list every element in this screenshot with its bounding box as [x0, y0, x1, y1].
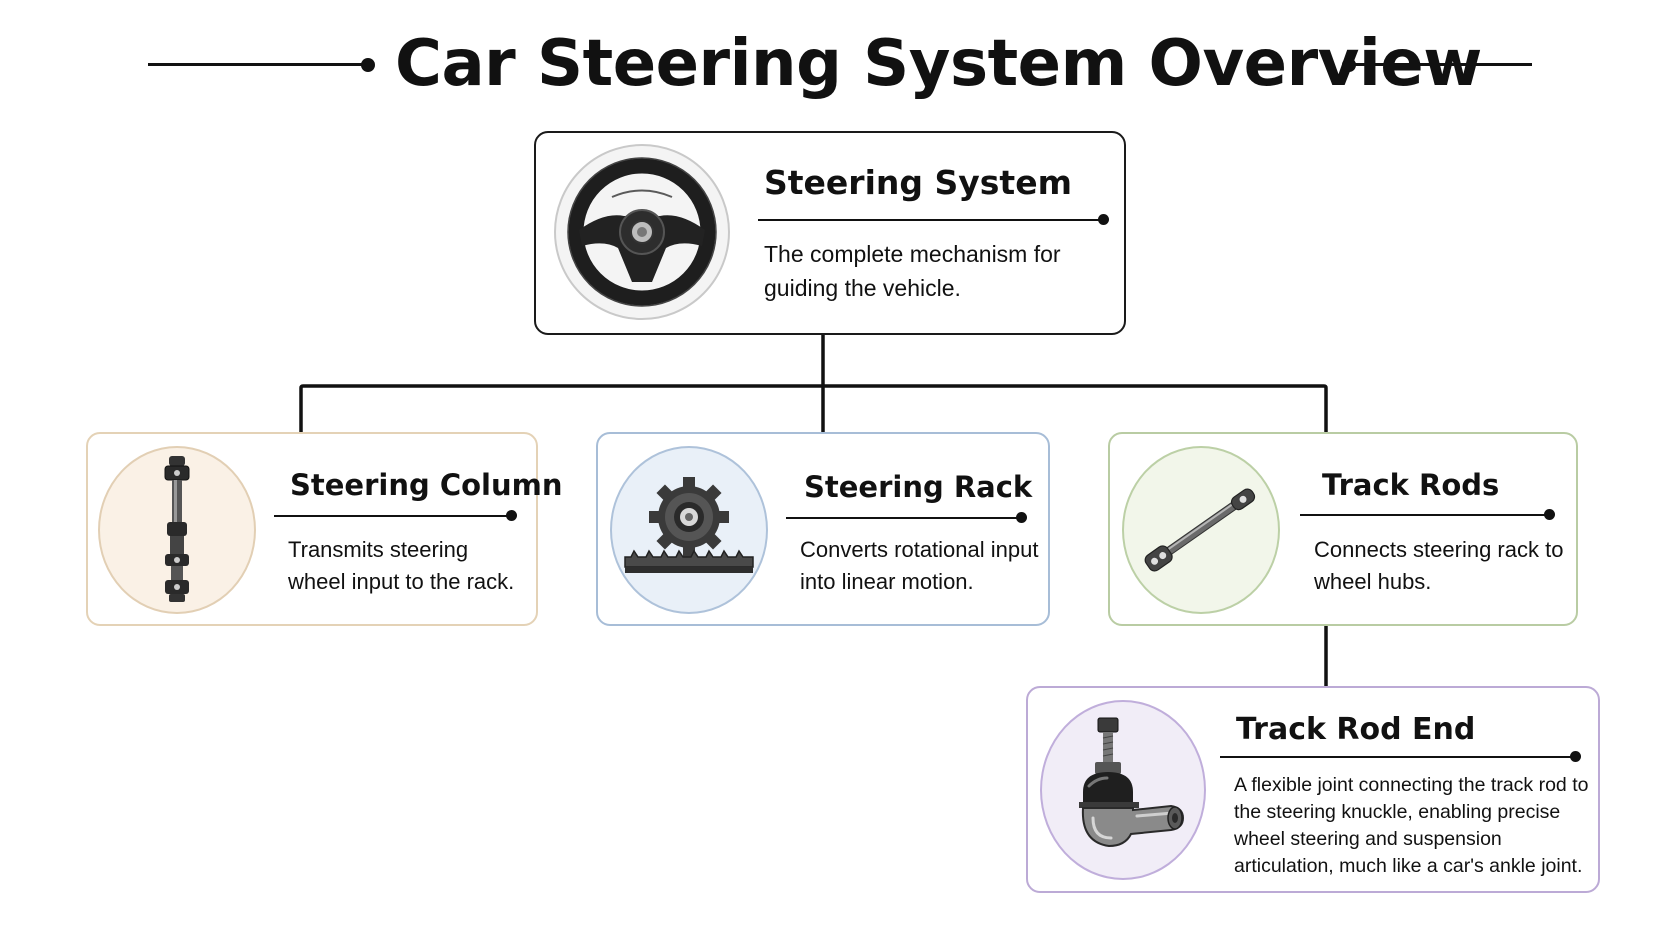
title-left-line: [148, 63, 368, 66]
title-rule-dot: [1016, 512, 1027, 523]
title-right-line: [1352, 63, 1532, 66]
title-right-dot: [1342, 58, 1356, 72]
node-steering-column: Steering Column Transmits steering wheel…: [86, 432, 562, 626]
ball-joint-icon: [1040, 700, 1206, 880]
title-rule: [758, 219, 1104, 221]
title-rule: [1220, 756, 1574, 758]
node-description: Converts rotational input into linear mo…: [800, 537, 1039, 594]
page-title: Car Steering System Overview: [395, 27, 1482, 101]
title-left-dot: [361, 58, 375, 72]
steering-wheel-icon: [554, 144, 730, 320]
node-steering-rack: Steering Rack Converts rotational input …: [596, 432, 1050, 626]
track-rod-icon: [1122, 446, 1280, 614]
node-description: Transmits steering wheel input to the ra…: [288, 537, 515, 594]
title-rule-dot: [506, 510, 517, 521]
node-description: A flexible joint connecting the track ro…: [1234, 774, 1589, 877]
steering-column-icon: [98, 446, 256, 614]
title-rule: [786, 517, 1020, 519]
node-title: Steering Column: [290, 468, 563, 502]
node-track-rod-end: Track Rod End A flexible joint connectin…: [1026, 686, 1600, 893]
node-description: Connects steering rack to wheel hubs.: [1314, 537, 1564, 594]
node-steering-system: Steering System The complete mechanism f…: [534, 131, 1126, 335]
title-rule: [274, 515, 510, 517]
title-rule-dot: [1098, 214, 1109, 225]
connector-root-to-children: [299, 333, 1328, 434]
gear-rack-icon: [610, 446, 768, 614]
node-title: Track Rods: [1322, 468, 1500, 502]
node-title: Steering Rack: [804, 470, 1033, 504]
title-rule: [1300, 514, 1548, 516]
title-rule-dot: [1544, 509, 1555, 520]
node-title: Track Rod End: [1236, 712, 1476, 747]
node-track-rods: Track Rods Connects steering rack to whe…: [1108, 432, 1578, 626]
title-rule-dot: [1570, 751, 1581, 762]
node-description: The complete mechanism for guiding the v…: [764, 241, 1061, 301]
node-title: Steering System: [764, 163, 1072, 202]
